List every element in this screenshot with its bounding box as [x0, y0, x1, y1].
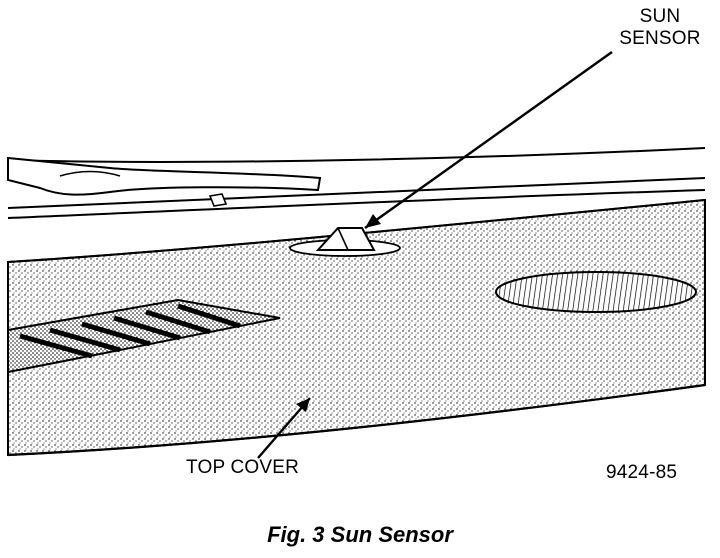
top-cover-leader [257, 397, 311, 459]
sun-sensor [289, 227, 401, 257]
figure-caption: Fig. 3 Sun Sensor [267, 522, 453, 547]
speaker-grille [495, 271, 697, 313]
defroster-grille [7, 298, 281, 374]
top-cover-front-edge [7, 383, 706, 457]
sun-sensor-leader [364, 51, 613, 229]
top-cover-label: TOP COVER [186, 457, 300, 478]
windshield-edge [7, 147, 706, 219]
figure-code: 9424-85 [606, 462, 678, 483]
sun-sensor-label-line2: SENSOR [619, 28, 701, 49]
sun-sensor-label-line1: SUN [639, 6, 681, 27]
wiper-arm [7, 156, 322, 207]
sun-sensor-label: SUN SENSOR [612, 6, 708, 50]
